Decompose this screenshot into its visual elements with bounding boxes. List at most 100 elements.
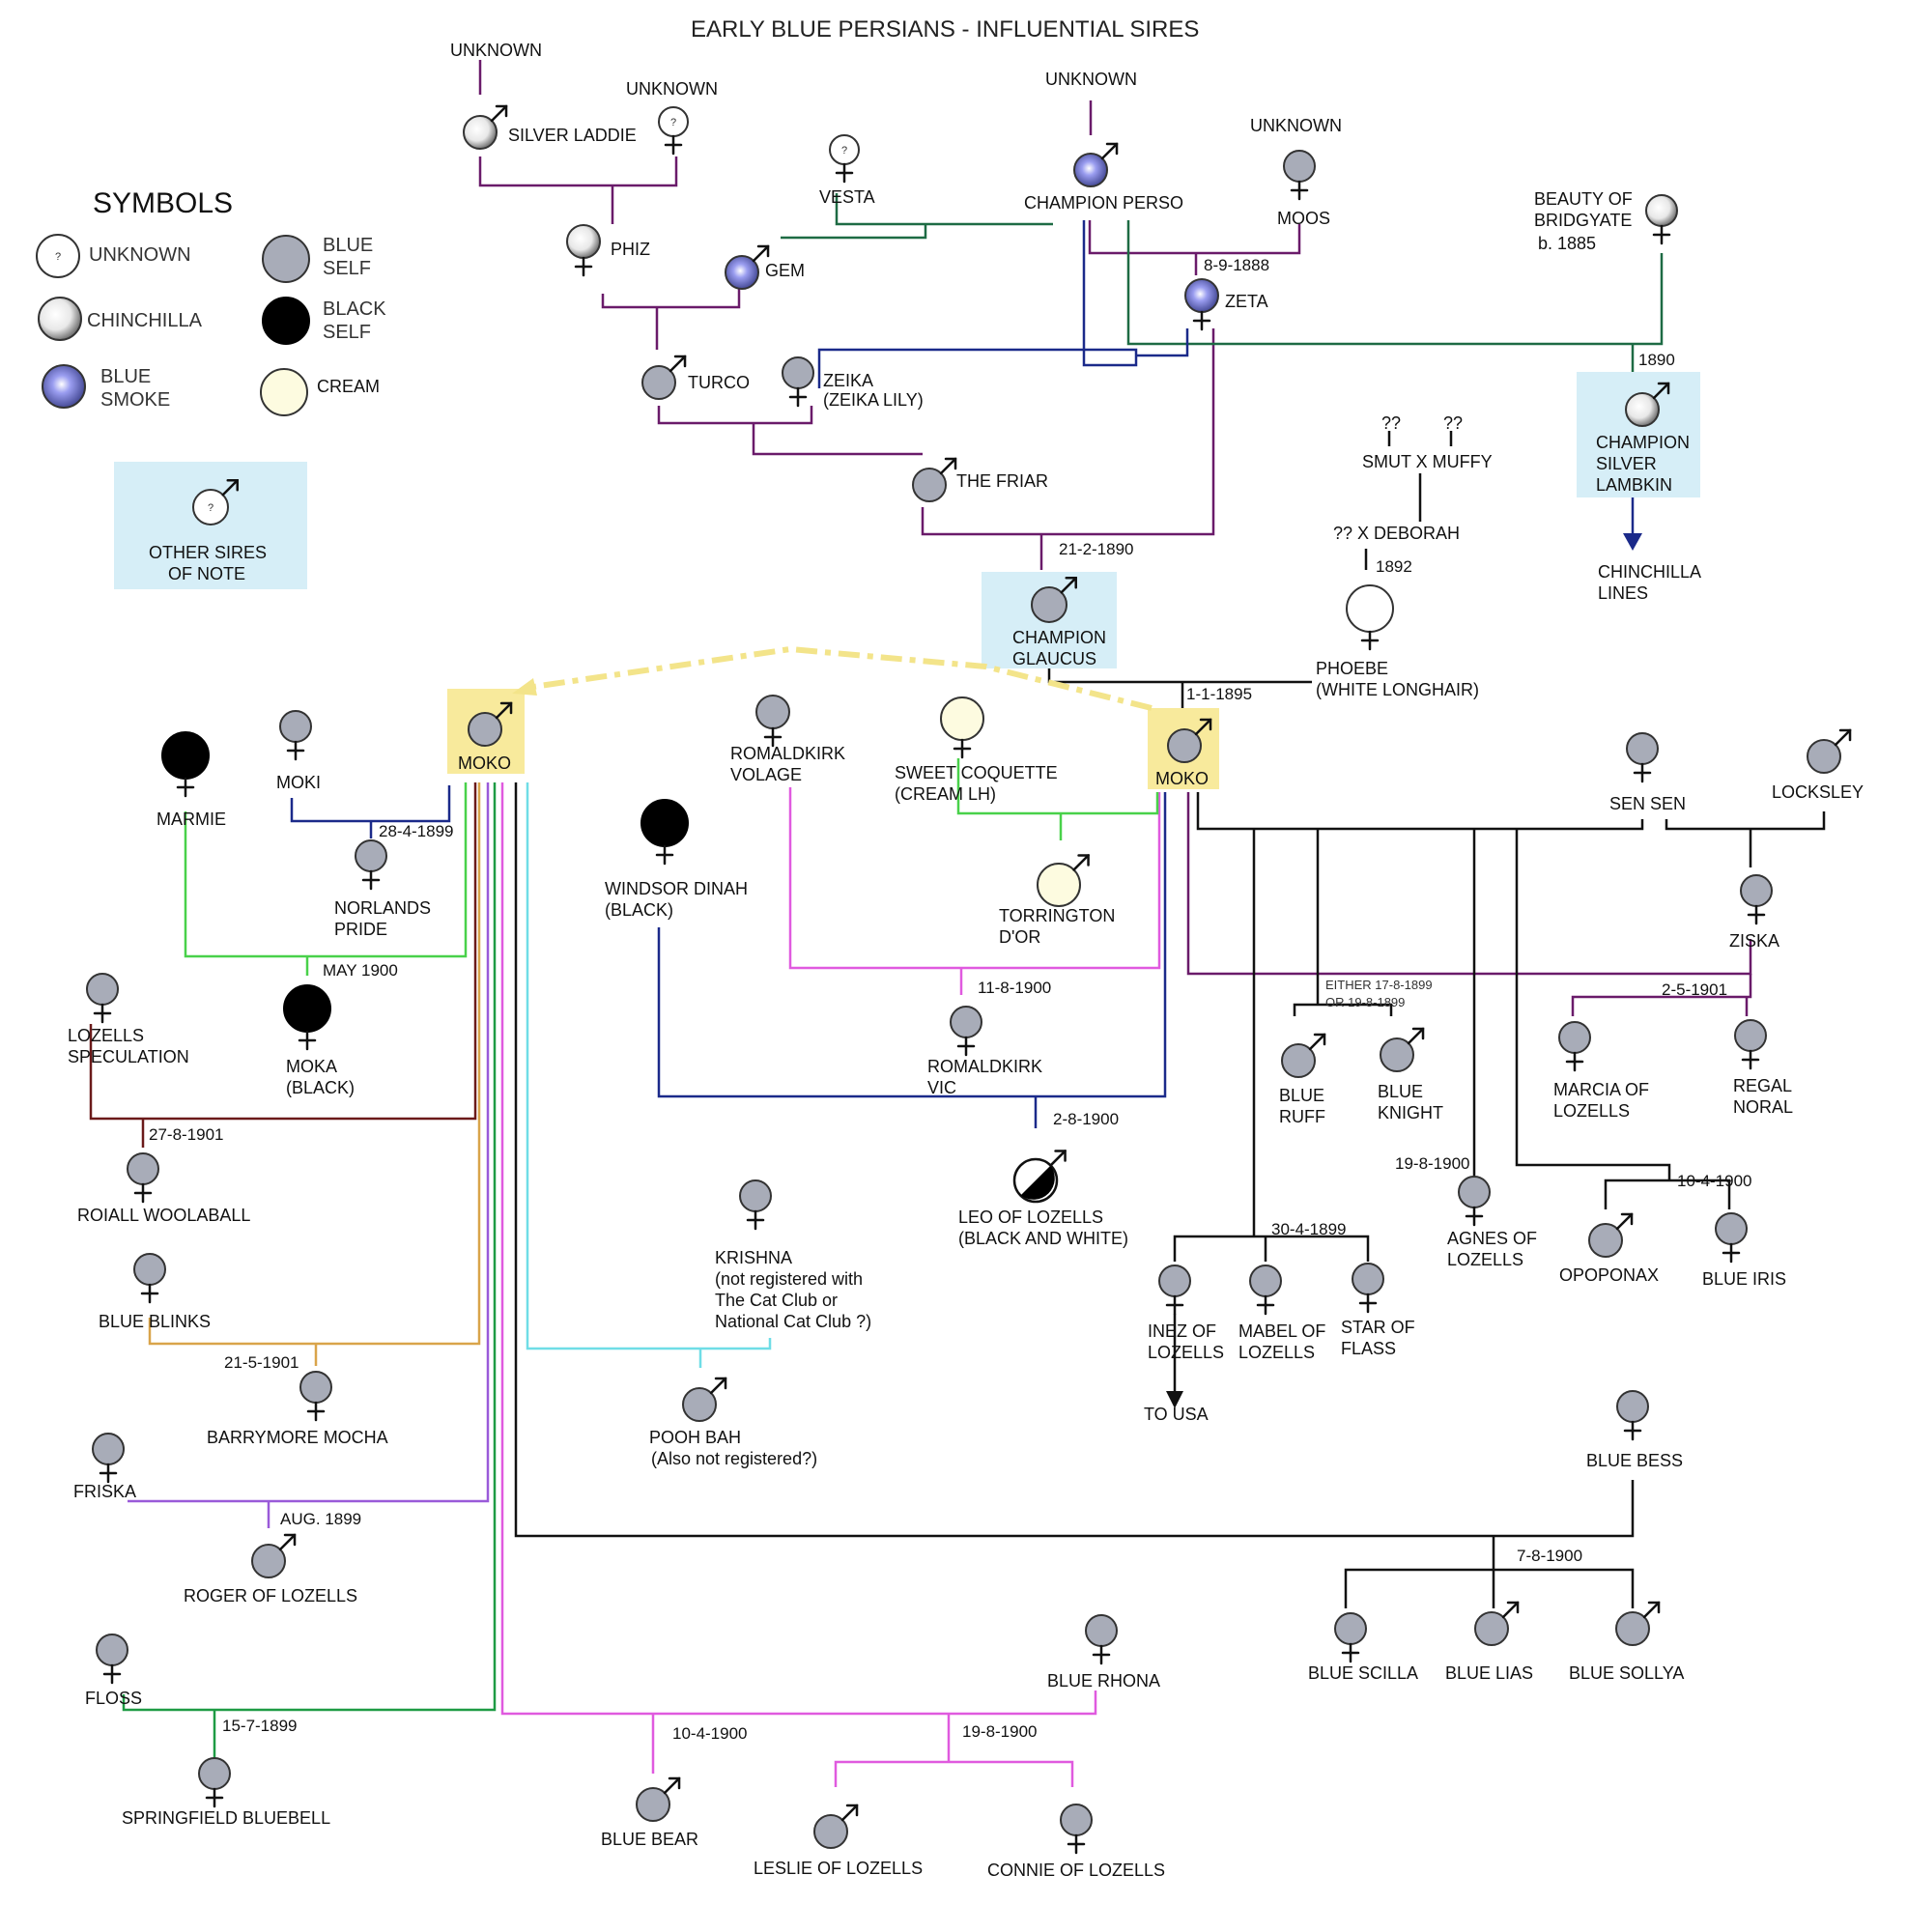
label-unknown-4: UNKNOWN: [1250, 116, 1342, 135]
line-vesta-gem: [781, 193, 1053, 240]
label-mabel-1: MABEL OF: [1238, 1321, 1325, 1341]
label-champion-perso: CHAMPION PERSO: [1024, 193, 1183, 213]
cat-symbols: ????: [36, 104, 1852, 1855]
line-volage-vic: [788, 787, 1161, 995]
legend-unknown-symbol: ?: [36, 234, 80, 278]
roger-symbol: [251, 1533, 297, 1578]
label-marcia-2: LOZELLS: [1553, 1101, 1630, 1121]
label-floss: FLOSS: [85, 1689, 142, 1708]
label-silver-laddie: SILVER LADDIE: [508, 126, 637, 145]
label-unknown-3: UNKNOWN: [1045, 70, 1137, 89]
legend-title: SYMBOLS: [93, 187, 233, 219]
legend: SYMBOLS UNKNOWN CHINCHILLA BLUE SMOKE BL…: [87, 187, 386, 583]
label-friska: FRISKA: [73, 1482, 136, 1501]
date-aug-1899: AUG. 1899: [280, 1510, 361, 1528]
date-27-8-1901: 27-8-1901: [149, 1125, 224, 1144]
label-regal-2: NORAL: [1733, 1097, 1793, 1117]
line-friar-zeta: [921, 328, 1215, 570]
label-lozells-spec-1: LOZELLS: [68, 1026, 144, 1045]
line-moko-black-right: [1196, 792, 1731, 1236]
label-opoponax: OPOPONAX: [1559, 1265, 1659, 1285]
leo-symbol: [1012, 1150, 1067, 1204]
label-ziska: ZISKA: [1729, 931, 1779, 951]
legend-chinchilla-label: CHINCHILLA: [87, 310, 203, 331]
label-locksley: LOCKSLEY: [1772, 782, 1864, 802]
label-blue-knight-1: BLUE: [1378, 1082, 1423, 1101]
blue-scilla-symbol: [1334, 1612, 1367, 1663]
label-agnes-2: LOZELLS: [1447, 1250, 1523, 1269]
legend-other-sires-label-2: OF NOTE: [168, 564, 245, 583]
label-pooh-bah-2: (Also not registered?): [651, 1449, 817, 1468]
sweet-coquette-symbol: [940, 696, 984, 759]
line-moki-norlands: [290, 785, 451, 838]
label-moka-1: MOKA: [286, 1057, 337, 1076]
date-labels: 8-9-1888 1890 21-2-1890 1892 1-1-1895 28…: [149, 256, 1752, 1743]
line-perso-zeika: [817, 220, 1189, 388]
label-qq-2: ??: [1443, 413, 1463, 433]
unknown-dam-symbol: ?: [658, 106, 689, 156]
line-ziska-marcia: [1571, 974, 1752, 1016]
label-springfield: SPRINGFIELD BLUEBELL: [122, 1808, 330, 1828]
label-star-1: STAR OF: [1341, 1318, 1415, 1337]
zeika-symbol: [782, 356, 814, 408]
label-sweet-coquette-1: SWEET COQUETTE: [895, 763, 1058, 782]
line-windsor-leo: [657, 792, 1167, 1128]
label-romaldkirk-volage-1: ROMALDKIRK: [730, 744, 845, 763]
line-perso-lambkin: [1126, 220, 1664, 372]
date-may-1900: MAY 1900: [323, 961, 398, 980]
label-blue-blinks: BLUE BLINKS: [99, 1312, 211, 1331]
label-blue-rhona: BLUE RHONA: [1047, 1671, 1160, 1690]
opoponax-symbol: [1588, 1212, 1634, 1258]
legend-male-symbol: ?: [192, 479, 239, 526]
svg-text:?: ?: [841, 145, 847, 156]
label-vesta: VESTA: [819, 187, 875, 207]
label-smut: SMUT X MUFFY: [1362, 452, 1493, 471]
champion-perso-symbol: [1073, 142, 1119, 187]
label-marcia-1: MARCIA OF: [1553, 1080, 1649, 1099]
marmie-symbol: [161, 731, 210, 798]
romaldkirk-volage-symbol: [755, 695, 790, 748]
date-2-8-1900: 2-8-1900: [1053, 1110, 1119, 1128]
label-sen-sen: SEN SEN: [1609, 794, 1686, 813]
line-blinks-barry: [148, 782, 481, 1366]
legend-chinchilla-symbol: [38, 297, 82, 341]
label-blue-iris: BLUE IRIS: [1702, 1269, 1786, 1289]
label-krishna-1: KRISHNA: [715, 1248, 792, 1267]
label-turco: TURCO: [688, 373, 750, 392]
glaucus-symbol: [1031, 577, 1077, 623]
label-roiall: ROIALL WOOLABALL: [77, 1206, 250, 1225]
legend-blue-smoke-label-2: SMOKE: [100, 389, 170, 411]
inez-symbol: [1158, 1264, 1191, 1316]
line-silverladdie: [478, 60, 678, 224]
gem-symbol: [725, 244, 770, 290]
label-mabel-2: LOZELLS: [1238, 1343, 1315, 1362]
line-spec-roiall: [89, 782, 477, 1148]
date-either-1: EITHER 17-8-1899: [1325, 978, 1433, 992]
line-coquette-torr: [956, 758, 1159, 840]
line-bear-rhona: [500, 782, 1097, 1787]
label-unknown-2: UNKNOWN: [626, 79, 718, 99]
line-turco-zeika: [657, 406, 923, 456]
label-blue-sollya: BLUE SOLLYA: [1569, 1663, 1684, 1683]
label-torrington-2: D'OR: [999, 927, 1040, 947]
date-10-4-1900-b: 10-4-1900: [672, 1724, 748, 1743]
torrington-symbol: [1037, 854, 1090, 907]
label-moka-2: (BLACK): [286, 1078, 355, 1097]
connie-symbol: [1060, 1804, 1093, 1855]
label-blue-lias: BLUE LIAS: [1445, 1663, 1533, 1683]
date-1-1-1895: 1-1-1895: [1186, 685, 1252, 703]
label-lambkin-2: SILVER: [1596, 454, 1657, 473]
turco-symbol: [641, 355, 687, 400]
label-unknown-1: UNKNOWN: [450, 41, 542, 60]
date-21-5-1901: 21-5-1901: [224, 1353, 299, 1372]
windsor-symbol: [640, 799, 689, 866]
barrymore-symbol: [299, 1371, 332, 1422]
romaldkirk-vic-symbol: [950, 1006, 982, 1057]
label-chinchilla-lines-2: LINES: [1598, 583, 1648, 603]
mabel-symbol: [1249, 1264, 1282, 1316]
legend-black-self-label-2: SELF: [323, 322, 371, 343]
label-blue-knight-2: KNIGHT: [1378, 1103, 1443, 1122]
svg-text:?: ?: [670, 117, 676, 128]
highlight-boxes: [114, 372, 1700, 789]
